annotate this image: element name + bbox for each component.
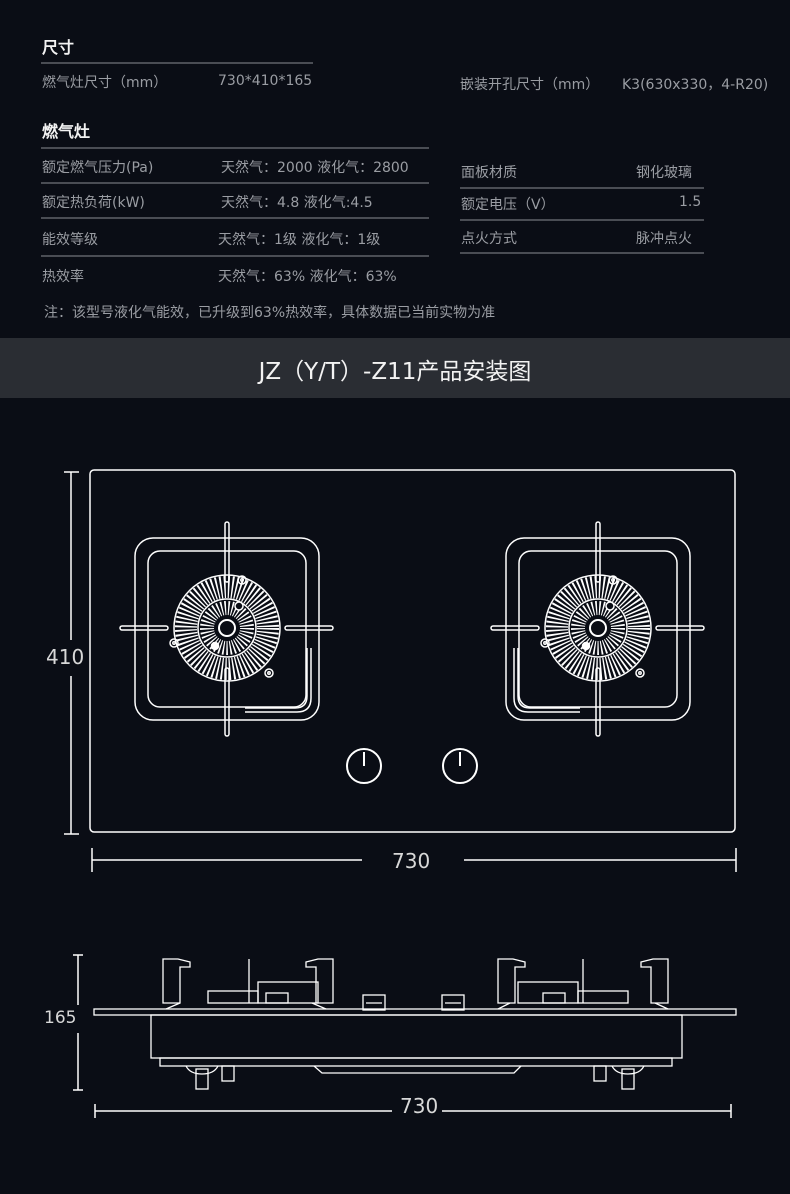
side-view xyxy=(93,958,737,1090)
divider xyxy=(460,219,704,221)
spec-label: 额定热负荷(kW) xyxy=(42,195,145,211)
stove-heading: 燃气灶 xyxy=(42,122,91,141)
right-burner xyxy=(490,521,705,737)
note: 注：该型号液化气能效，已升级到63%热效率，具体数据已当前实物为准 xyxy=(44,305,496,321)
side-height-label: 165 xyxy=(44,1008,77,1028)
spec-label: 点火方式 xyxy=(461,231,517,247)
divider xyxy=(41,255,429,257)
divider xyxy=(41,217,429,219)
side-width-label: 730 xyxy=(400,1094,439,1118)
divider xyxy=(41,182,429,184)
spec-value: 天然气：1级 液化气：1级 xyxy=(218,232,381,248)
top-width-label: 730 xyxy=(392,849,431,873)
spec-label: 能效等级 xyxy=(42,232,98,248)
divider xyxy=(460,252,704,254)
spec-label: 额定燃气压力(Pa) xyxy=(42,160,154,176)
spec-value: 脉冲点火 xyxy=(636,231,692,247)
divider xyxy=(460,187,704,189)
knob-right xyxy=(442,748,478,784)
spec-value: 钢化玻璃 xyxy=(636,165,692,181)
spec-label: 热效率 xyxy=(42,269,84,285)
left-burner xyxy=(119,521,334,737)
spec-label: 面板材质 xyxy=(461,165,517,181)
height-dimension-line xyxy=(64,471,79,835)
divider xyxy=(41,62,313,64)
width-dimension-line xyxy=(91,848,737,872)
stove-outline xyxy=(89,469,736,833)
spec-label: 额定电压（V） xyxy=(461,197,555,213)
stove-size-value: 730*410*165 xyxy=(218,73,313,89)
cutout-value: K3(630x330，4-R20) xyxy=(622,77,769,93)
knob-left xyxy=(346,748,382,784)
install-diagram-banner: JZ（Y/T）-Z11产品安装图 xyxy=(0,338,790,398)
side-width-dimension xyxy=(94,1104,732,1118)
dimensions-heading: 尺寸 xyxy=(42,38,75,57)
cutout-label: 嵌装开孔尺寸（mm） xyxy=(460,77,600,93)
top-height-label: 410 xyxy=(46,645,85,669)
spec-value: 天然气：4.8 液化气:4.5 xyxy=(221,195,373,211)
spec-value: 天然气：2000 液化气：2800 xyxy=(221,160,409,176)
banner-title: JZ（Y/T）-Z11产品安装图 xyxy=(258,359,532,385)
stove-size-label: 燃气灶尺寸（mm） xyxy=(42,75,168,91)
spec-value: 1.5 xyxy=(679,194,702,210)
spec-value: 天然气：63% 液化气：63% xyxy=(218,269,397,285)
divider xyxy=(41,147,429,149)
side-height-dimension xyxy=(73,954,83,1091)
